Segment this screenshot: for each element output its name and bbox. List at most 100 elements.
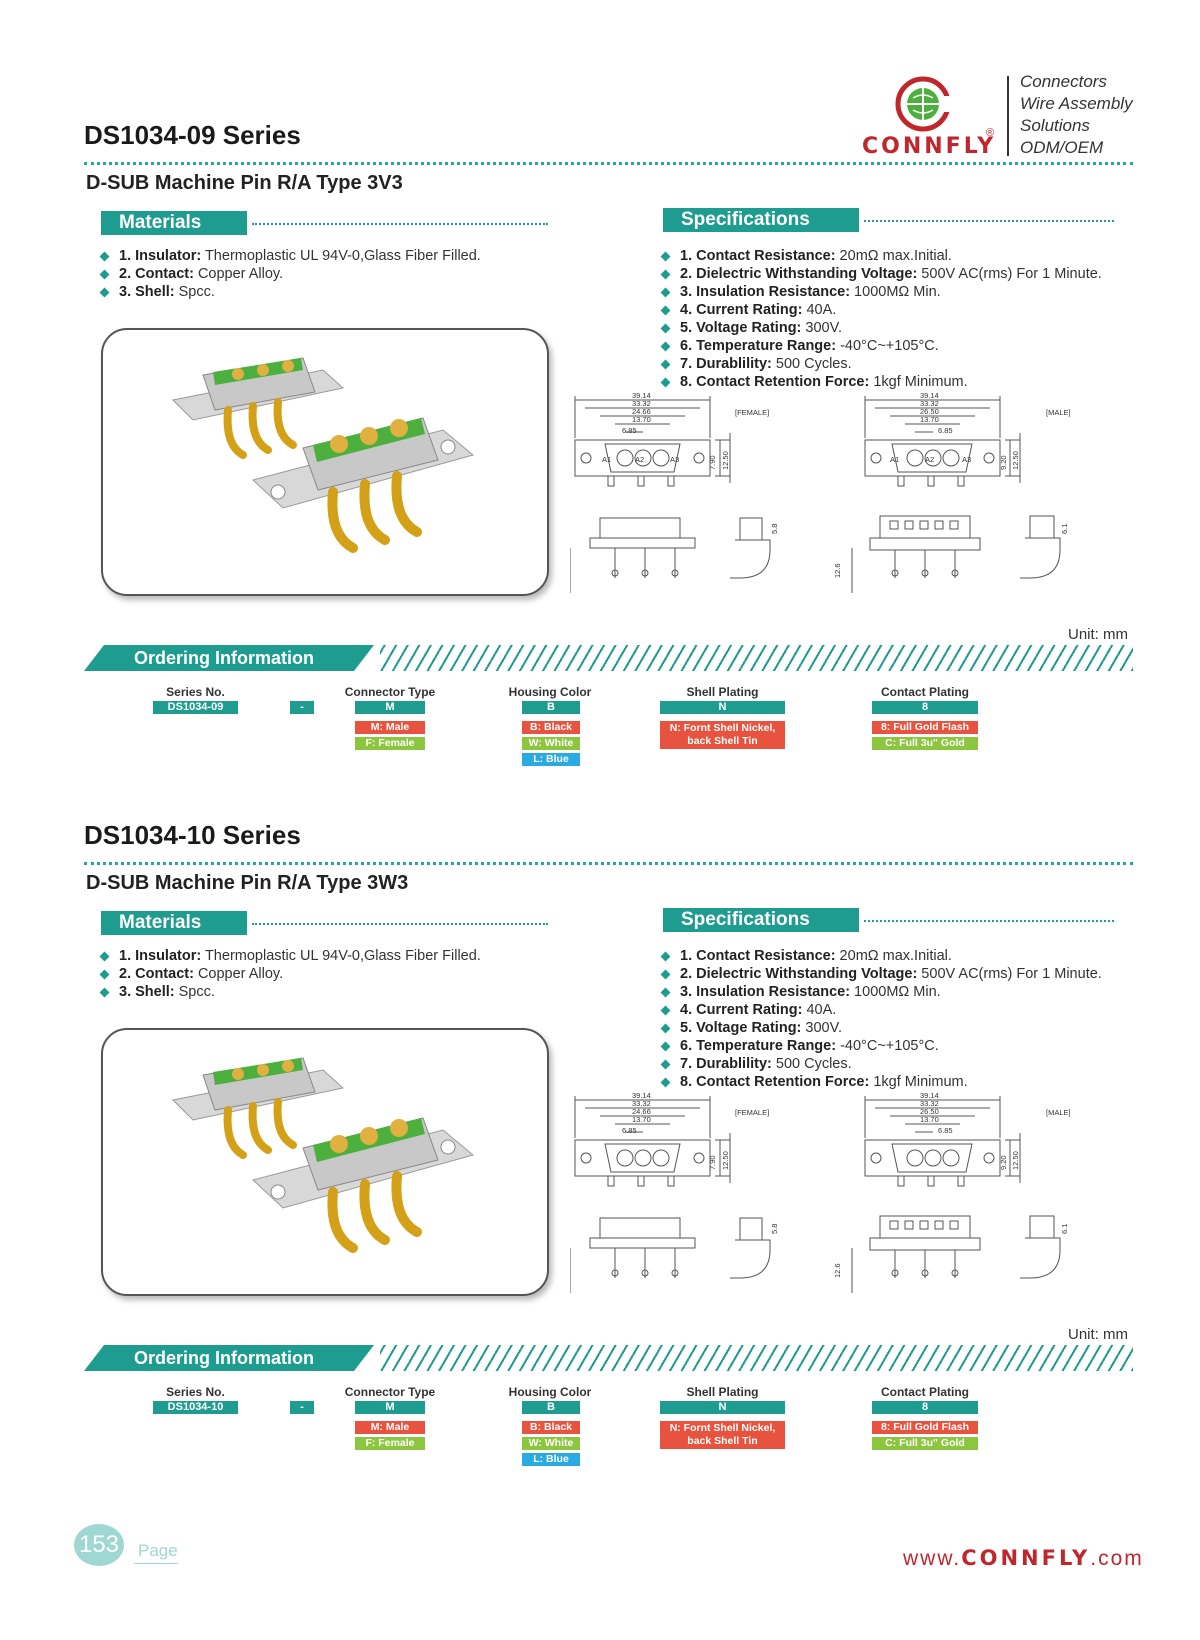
dim-label: 7.90 [708, 1155, 717, 1170]
dimension-drawing: 39.14 33.32 24.66 13.70 6.85 [FEMALE] 7.… [570, 1091, 1071, 1293]
series-subtitle: D-SUB Machine Pin R/A Type 3W3 [86, 872, 409, 894]
website-link[interactable]: www.CONNFLY.com [903, 1546, 1144, 1571]
dim-label: 39.14 [632, 1091, 651, 1100]
dim-label: 33.32 [920, 399, 939, 408]
dim-label: 6.1 [1060, 524, 1069, 534]
dim-label: 9.20 [999, 455, 1008, 470]
series-title: DS1034-09 Series [84, 120, 301, 150]
shell-plating-label: Shell Plating [686, 685, 759, 699]
series-subtitle: D-SUB Machine Pin R/A Type 3V3 [86, 172, 403, 194]
website-prefix: www. [903, 1547, 962, 1570]
list-item: 4. Current Rating: 40A. [660, 1001, 1102, 1019]
housing-color-code: B [522, 701, 580, 714]
shell-plating-code: N [660, 1401, 785, 1414]
contact-plating-code: 8 [872, 701, 978, 714]
shell-option-line: back Shell Tin [687, 735, 758, 747]
tagline-2: Wire Assembly [1020, 94, 1133, 113]
contact-option: 8: Full Gold Flash [872, 1421, 978, 1434]
series-title: DS1034-10 Series [84, 820, 301, 850]
dim-label: 12.50 [1011, 451, 1020, 470]
tagline-4: ODM/OEM [1020, 138, 1104, 157]
list-item: 6. Temperature Range: -40°C~+105°C. [660, 1037, 1102, 1055]
contact-plating-label: Contact Plating [880, 685, 969, 699]
ordering-header: Ordering Information [84, 1345, 1133, 1371]
list-item: 2. Dielectric Withstanding Voltage: 500V… [660, 965, 1102, 983]
ordering-heading: Ordering Information [134, 1348, 314, 1368]
dim-label: 6.85 [622, 1126, 637, 1135]
drawing-label-male: [MALE] [1046, 1108, 1071, 1117]
list-item: 3. Shell: Spcc. [99, 983, 481, 1001]
contact-plating-label: Contact Plating [880, 1385, 969, 1399]
dim-label: 39.14 [920, 1091, 939, 1100]
dim-label: 13.70 [920, 1115, 939, 1124]
list-item: 3. Insulation Resistance: 1000MΩ Min. [660, 283, 1102, 301]
connector-type-label: Connector Type [344, 1385, 436, 1399]
specifications-heading: Specifications [663, 208, 859, 232]
specifications-list: 1. Contact Resistance: 20mΩ max.Initial.… [660, 247, 1102, 391]
website-suffix: .com [1090, 1547, 1144, 1570]
list-item: 1. Contact Resistance: 20mΩ max.Initial. [660, 247, 1102, 265]
dim-label: 7.90 [708, 455, 717, 470]
dim-label: 6.85 [622, 426, 637, 435]
materials-list: 1. Insulator: Thermoplastic UL 94V-0,Gla… [99, 947, 481, 1001]
connector-type-code: M [355, 1401, 425, 1414]
page-number: 153 [74, 1524, 124, 1566]
dim-label: 33.32 [920, 1099, 939, 1108]
contact-plating-code: 8 [872, 1401, 978, 1414]
dim-label: 5.8 [770, 524, 779, 534]
list-item: 3. Shell: Spcc. [99, 283, 481, 301]
list-item: 6. Temperature Range: -40°C~+105°C. [660, 337, 1102, 355]
materials-list: 1. Insulator: Thermoplastic UL 94V-0,Gla… [99, 247, 481, 301]
connector-option: F: Female [355, 737, 425, 750]
materials-heading: Materials [101, 211, 247, 235]
series-section: DS1034-10 Series D-SUB Machine Pin R/A T… [0, 700, 1200, 1466]
pin-label: A1 [890, 455, 899, 464]
shell-option-line: N: Fornt Shell Nickel, [669, 722, 776, 734]
website-brand: CONNFLY [961, 1546, 1091, 1570]
ordering-heading: Ordering Information [134, 648, 314, 668]
list-item: 5. Voltage Rating: 300V. [660, 319, 1102, 337]
ordering-heading-bg [84, 1345, 374, 1371]
dim-label: 13.70 [632, 415, 651, 424]
dim-label: 13.70 [920, 415, 939, 424]
connector-render-icon [171, 1057, 475, 1253]
contact-option: C: Full 3u" Gold [872, 737, 978, 750]
connector-option: M: Male [355, 721, 425, 734]
dim-label: 39.14 [920, 391, 939, 400]
housing-color-label: Housing Color [508, 685, 592, 699]
dim-label: 26.50 [920, 1107, 939, 1116]
dim-label: 5.8 [770, 1224, 779, 1234]
connector-type-code: M [355, 701, 425, 714]
dim-label: 33.32 [632, 399, 651, 408]
dim-label: 39.14 [632, 391, 651, 400]
hatch-pattern [380, 1345, 1133, 1371]
list-item: 7. Durablility: 500 Cycles. [660, 355, 1102, 373]
dim-label: 12.6 [833, 1263, 842, 1278]
drawing-label-male: [MALE] [1046, 408, 1071, 417]
heading-dots [252, 223, 548, 225]
shell-option-line: N: Fornt Shell Nickel, [669, 1422, 776, 1434]
pin-label: A2 [635, 455, 644, 464]
pin-label: A3 [962, 455, 971, 464]
page-word: Page [138, 1541, 178, 1560]
list-item: 1. Insulator: Thermoplastic UL 94V-0,Gla… [99, 247, 481, 265]
brand-wordmark: CONNFLY [862, 134, 997, 159]
heading-dots [252, 923, 548, 925]
connector-option: F: Female [355, 1437, 425, 1450]
dim-label: 26.50 [920, 407, 939, 416]
series-section: DS1034-09 Series D-SUB Machine Pin R/A T… [0, 0, 1200, 766]
housing-option: L: Blue [522, 753, 580, 766]
list-item: 8. Contact Retention Force: 1kgf Minimum… [660, 373, 1102, 391]
list-item: 4. Current Rating: 40A. [660, 301, 1102, 319]
drawing-label-female: [FEMALE] [735, 408, 769, 417]
list-item: 5. Voltage Rating: 300V. [660, 1019, 1102, 1037]
housing-option: B: Black [522, 1421, 580, 1434]
list-item: 2. Contact: Copper Alloy. [99, 965, 481, 983]
contact-option: C: Full 3u" Gold [872, 1437, 978, 1450]
registered-mark: ® [986, 127, 995, 139]
dim-label: 24.66 [632, 1107, 651, 1116]
series-no-code: DS1034-09 [153, 701, 238, 714]
shell-plating-code: N [660, 701, 785, 714]
dim-label: 24.66 [632, 407, 651, 416]
connector-type-label: Connector Type [344, 685, 436, 699]
